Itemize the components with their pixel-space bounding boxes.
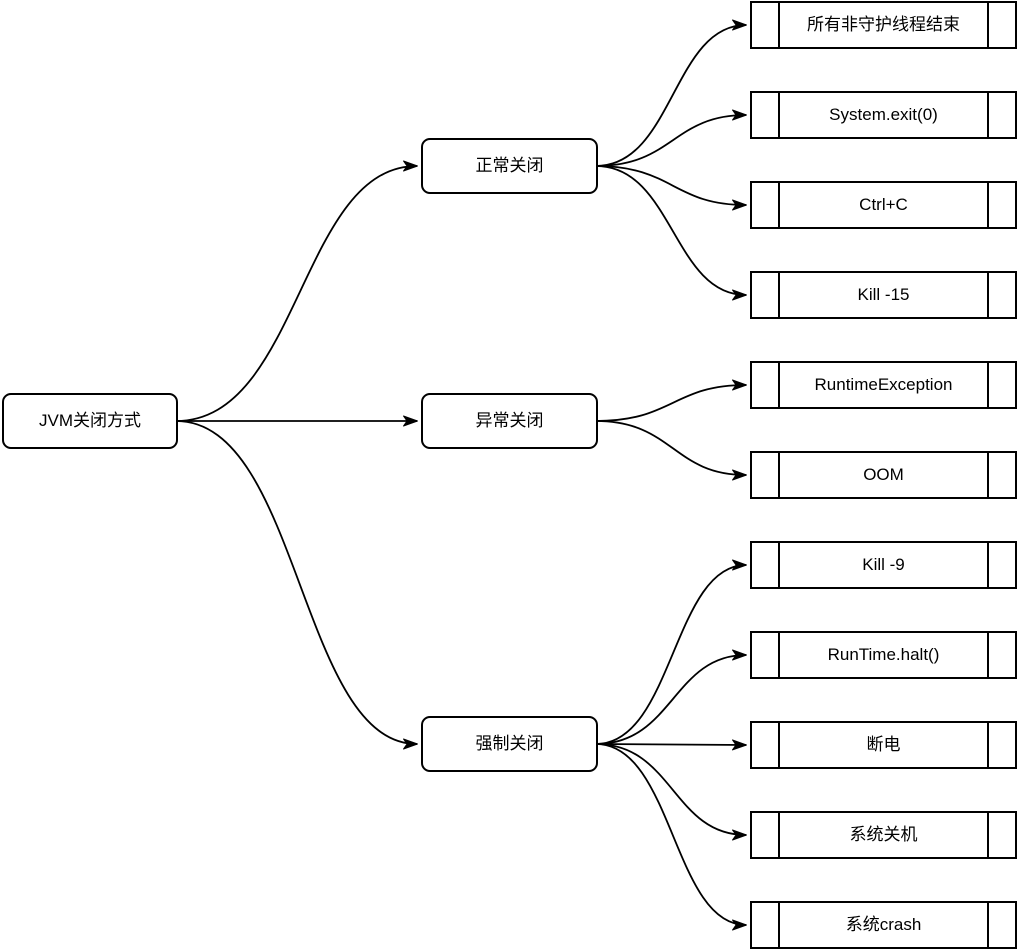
node-leaf-kill-9: Kill -9 [750,541,1017,589]
edge-forced-to-power-off [595,739,747,751]
node-branch-normal-shutdown: 正常关闭 [421,138,598,194]
node-leaf-ctrl-c: Ctrl+C [750,181,1017,229]
leaf-right-divider [987,362,989,408]
leaf-left-divider [778,272,780,318]
node-leaf-power-off: 断电 [750,721,1017,769]
node-branch-label: 强制关闭 [475,733,544,753]
node-leaf-label: RuntimeException [814,374,953,394]
edge-forced-to-kill-9 [595,559,747,745]
edge-normal-to-kill-15 [595,165,747,301]
leaf-left-divider [778,362,780,408]
node-leaf-label: OOM [863,464,904,484]
node-leaf-label: Ctrl+C [859,194,908,214]
edge-root-to-normal-shutdown [175,160,418,422]
node-branch-abnormal-shutdown: 异常关闭 [421,393,598,449]
node-leaf-system-shutdown: 系统关机 [750,811,1017,859]
node-root-label: JVM关闭方式 [39,410,141,430]
node-leaf-label: 断电 [866,734,901,754]
leaf-right-divider [987,182,989,228]
leaf-right-divider [987,452,989,498]
node-root-jvm-shutdown: JVM关闭方式 [2,393,178,449]
edge-normal-to-ctrl-c [595,165,747,211]
edge-normal-to-system-exit [595,109,747,167]
leaf-left-divider [778,722,780,768]
node-leaf-label: 系统crash [845,914,922,934]
leaf-right-divider [987,272,989,318]
node-leaf-label: Kill -15 [857,284,910,304]
node-leaf-label: Kill -9 [862,554,905,574]
node-leaf-label: RunTime.halt() [827,644,940,664]
leaf-left-divider [778,2,780,48]
leaf-right-divider [987,722,989,768]
node-leaf-system-exit: System.exit(0) [750,91,1017,139]
leaf-right-divider [987,2,989,48]
edge-abnormal-to-runtimeexception [595,379,747,422]
leaf-left-divider [778,812,780,858]
leaf-left-divider [778,452,780,498]
node-leaf-nondaemon-threads-end: 所有非守护线程结束 [750,1,1017,49]
node-branch-label: 异常关闭 [475,410,544,430]
node-leaf-kill-15: Kill -15 [750,271,1017,319]
edge-root-to-forced-shutdown [175,420,418,750]
leaf-right-divider [987,92,989,138]
leaf-left-divider [778,902,780,948]
node-leaf-runtime-halt: RunTime.halt() [750,631,1017,679]
edge-forced-to-runtime-halt [595,649,747,745]
node-leaf-system-crash: 系统crash [750,901,1017,949]
leaf-left-divider [778,632,780,678]
node-leaf-oom: OOM [750,451,1017,499]
leaf-left-divider [778,92,780,138]
edge-abnormal-to-oom [595,420,747,481]
node-leaf-label: 所有非守护线程结束 [807,14,960,34]
edge-forced-to-system-crash [595,743,747,931]
node-branch-forced-shutdown: 强制关闭 [421,716,598,772]
edge-forced-to-system-shutdown [595,743,747,841]
leaf-right-divider [987,542,989,588]
node-leaf-runtimeexception: RuntimeException [750,361,1017,409]
leaf-left-divider [778,542,780,588]
leaf-right-divider [987,812,989,858]
node-leaf-label: System.exit(0) [829,104,938,124]
node-branch-label: 正常关闭 [475,155,544,175]
edge-normal-to-nondaemon-threads-end [595,19,747,167]
leaf-right-divider [987,632,989,678]
leaf-right-divider [987,902,989,948]
leaf-left-divider [778,182,780,228]
node-leaf-label: 系统关机 [849,824,918,844]
